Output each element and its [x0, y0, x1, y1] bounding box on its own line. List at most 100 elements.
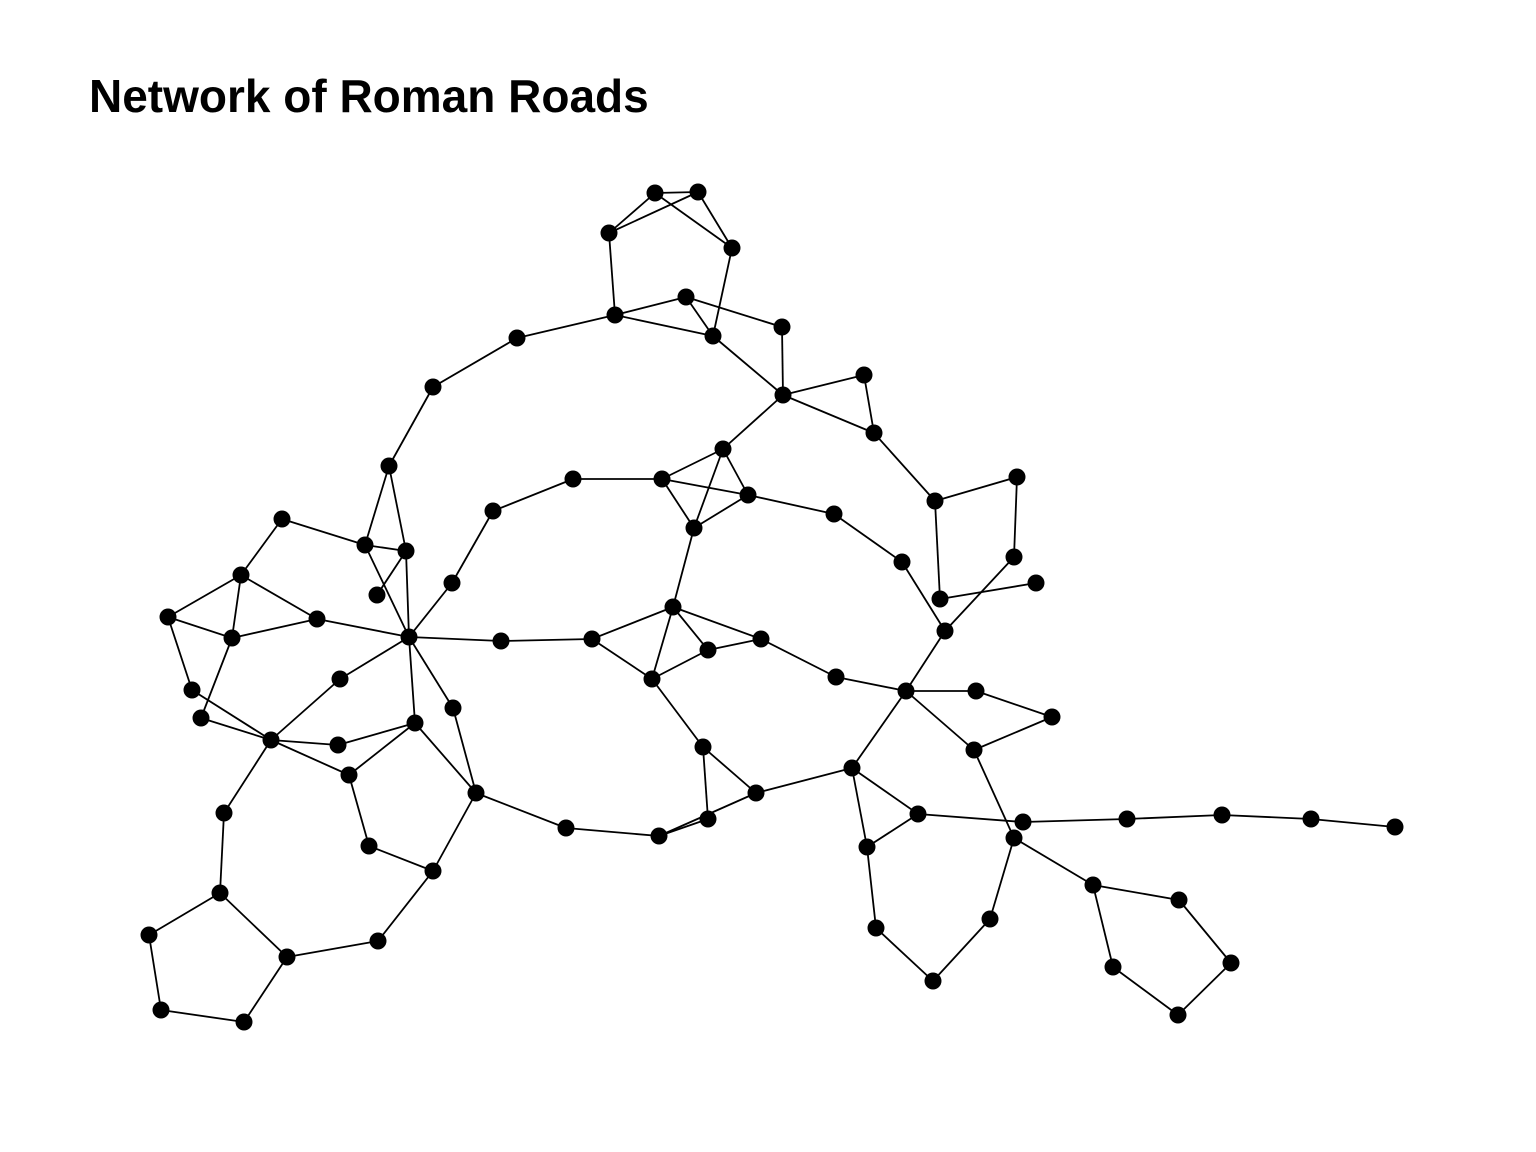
road-edge [905, 690, 975, 751]
road-edge [875, 927, 934, 982]
road-edge [408, 582, 453, 638]
city-node [484, 502, 502, 520]
road-edge [1310, 818, 1396, 828]
city-node [606, 306, 624, 324]
city-node [1027, 574, 1045, 592]
city-node [1043, 708, 1061, 726]
road-edge [1126, 814, 1223, 820]
city-node [273, 510, 291, 528]
road-edge [866, 846, 877, 929]
city-node [643, 670, 661, 688]
city-node [855, 366, 873, 384]
road-edge [167, 616, 233, 639]
nodes-layer [140, 183, 1404, 1031]
road-edge [782, 374, 865, 396]
road-edge [712, 247, 733, 337]
city-node [492, 632, 510, 650]
road-edge [781, 326, 784, 396]
road-edge [1013, 837, 1094, 886]
road-edge [368, 845, 434, 872]
road-edge [376, 550, 407, 596]
road-edge [500, 638, 593, 642]
road-edge [873, 432, 936, 502]
road-edge [167, 574, 242, 618]
city-node [867, 919, 885, 937]
road-edge [851, 690, 907, 769]
road-edge [167, 616, 193, 691]
city-node [424, 862, 442, 880]
road-edge [661, 478, 695, 529]
road-edge [591, 606, 674, 640]
road-edge [348, 722, 416, 776]
city-node [331, 670, 349, 688]
road-edge [685, 296, 783, 328]
road-edge [377, 870, 434, 942]
road-edge [747, 494, 835, 515]
road-edge [693, 494, 749, 529]
city-node [564, 470, 582, 488]
city-node [380, 457, 398, 475]
city-node [600, 224, 618, 242]
city-node [825, 505, 843, 523]
road-edge [160, 1009, 245, 1023]
city-node [192, 709, 210, 727]
city-node [677, 288, 695, 306]
city-node [360, 837, 378, 855]
road-edge [1112, 966, 1179, 1016]
road-edge [148, 934, 162, 1011]
city-node [308, 610, 326, 628]
road-edge [243, 956, 288, 1023]
city-node [1005, 829, 1023, 847]
road-edge [651, 606, 674, 680]
city-node [223, 629, 241, 647]
city-node [827, 668, 845, 686]
road-edge [712, 335, 784, 396]
road-edge [654, 192, 733, 249]
city-node [368, 586, 386, 604]
road-edge [661, 478, 749, 496]
road-edge [866, 813, 919, 848]
road-edge [614, 314, 714, 337]
city-node [424, 378, 442, 396]
road-edge [614, 296, 687, 316]
road-edge [492, 478, 574, 512]
city-node [664, 598, 682, 616]
city-node [369, 932, 387, 950]
road-edge [944, 556, 1015, 632]
city-node [400, 628, 418, 646]
city-node [329, 736, 347, 754]
road-edge [475, 792, 567, 829]
road-edge [231, 574, 242, 639]
road-edge [608, 191, 699, 234]
road-edge [240, 574, 318, 620]
road-edge [755, 767, 853, 794]
city-node [926, 492, 944, 510]
road-edge [452, 707, 477, 794]
city-node [747, 784, 765, 802]
road-edge [408, 636, 416, 724]
city-node [340, 766, 358, 784]
city-node [159, 608, 177, 626]
road-edge [270, 678, 341, 741]
road-edge [219, 892, 288, 958]
road-edge [851, 767, 919, 815]
city-node [235, 1013, 253, 1031]
city-node [183, 681, 201, 699]
city-node [140, 926, 158, 944]
road-edge [975, 690, 1053, 718]
road-edge [316, 618, 410, 638]
city-node [893, 553, 911, 571]
road-edge [608, 232, 616, 316]
road-edge [702, 746, 757, 794]
city-node [1084, 876, 1102, 894]
road-edge [231, 618, 318, 639]
road-edge [608, 192, 656, 234]
city-node [773, 318, 791, 336]
road-edge [661, 448, 724, 480]
city-node [583, 630, 601, 648]
road-edge [835, 676, 907, 692]
road-edge [707, 638, 762, 651]
city-node [865, 424, 883, 442]
road-edge [219, 812, 225, 894]
